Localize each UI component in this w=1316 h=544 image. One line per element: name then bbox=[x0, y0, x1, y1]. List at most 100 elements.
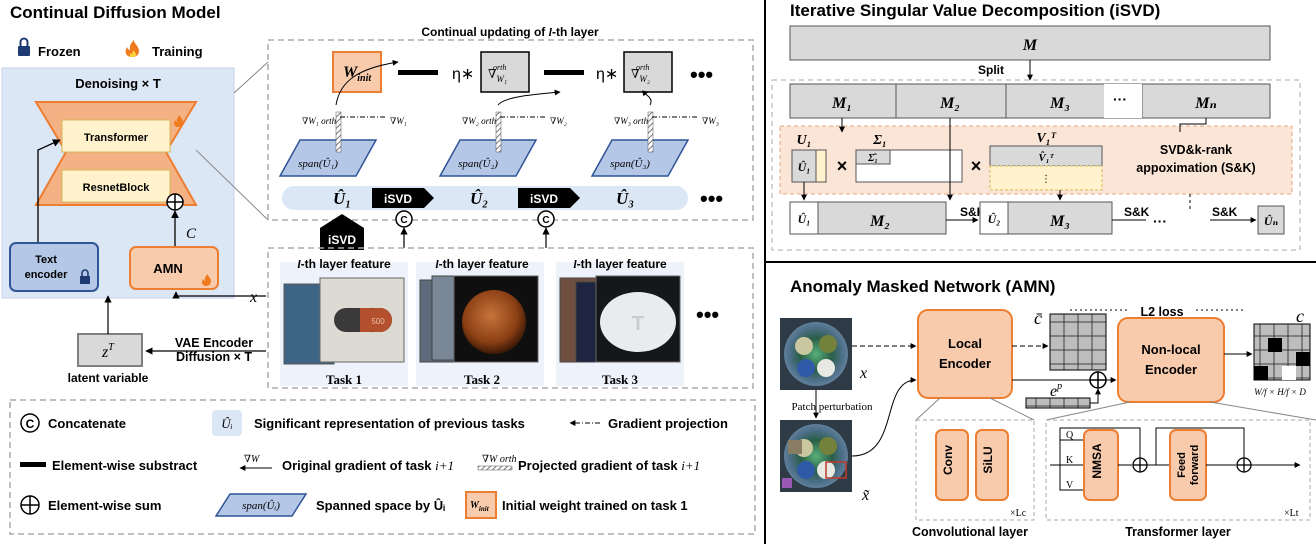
transformer-block bbox=[61, 119, 171, 153]
amn-x-tilde: x̃ bbox=[861, 487, 870, 504]
conv-label: Conv bbox=[941, 445, 955, 475]
element-sum-icon bbox=[20, 495, 40, 515]
latent-label: latent variable bbox=[68, 371, 149, 385]
legend-w-init: Winit bbox=[470, 500, 490, 513]
isvd-title: Iterative Singular Value Decomposition (… bbox=[790, 1, 1160, 20]
bottom-un: Ûₙ bbox=[1264, 214, 1279, 228]
q-label: Q bbox=[1066, 430, 1074, 441]
lc-label: ×Lc bbox=[1010, 508, 1027, 519]
flame-icon bbox=[202, 274, 211, 286]
concat-icon: C bbox=[395, 210, 413, 228]
lock-icon bbox=[80, 269, 90, 284]
m-bar bbox=[789, 25, 1271, 61]
legend-initial: Initial weight trained on task 1 bbox=[502, 498, 688, 513]
transformer-label: Transformer bbox=[84, 132, 149, 144]
eta-2: η∗ bbox=[596, 66, 618, 83]
svg-text:C: C bbox=[542, 215, 549, 226]
span-3-label: span(Û₃) bbox=[610, 158, 650, 170]
legend-projected: Projected gradient of task i+1 bbox=[518, 458, 700, 473]
isvd-2: iSVD bbox=[530, 192, 558, 206]
grad-orth-1: ∇W₁ orth bbox=[302, 116, 337, 126]
rep-dots: ••• bbox=[700, 186, 723, 211]
grad-orig-1: ∇W₁ bbox=[390, 116, 407, 126]
x-symbol: x bbox=[249, 289, 257, 306]
latent-box bbox=[77, 333, 143, 367]
legend-spanned: Spanned space by Ûᵢ bbox=[316, 498, 445, 513]
legend-significant: Significant representation of previous t… bbox=[254, 416, 525, 431]
w-init-box bbox=[332, 51, 382, 93]
isvd-up-arrow bbox=[320, 214, 364, 250]
legend-subtract: Element-wise substract bbox=[52, 458, 198, 473]
silu-block bbox=[975, 429, 1009, 501]
local-line2: Encoder bbox=[939, 356, 991, 371]
ff-label: Feedforward bbox=[1176, 445, 1201, 485]
legend-box bbox=[9, 399, 756, 535]
bottom-m3: M₃ bbox=[1049, 213, 1070, 230]
lock-icon bbox=[18, 37, 30, 56]
task-3-title: l-th layer feature bbox=[573, 257, 667, 271]
silu-label: SiLU bbox=[981, 446, 995, 473]
pill-text: 500 bbox=[371, 317, 385, 326]
bottom-dots: ··· bbox=[1153, 213, 1167, 229]
isvd-up-label: iSVD bbox=[328, 233, 356, 247]
nonlocal-encoder bbox=[1117, 317, 1225, 403]
sk-2: S&K bbox=[1124, 205, 1150, 219]
training-label: Training bbox=[152, 44, 203, 59]
amn-title: Anomaly Masked Network (AMN) bbox=[790, 277, 1055, 296]
grad-orig-3: ∇W₃ bbox=[702, 116, 719, 126]
amn-box[interactable] bbox=[129, 246, 219, 290]
m-label: M bbox=[1022, 37, 1038, 54]
rep-1: Û₁ bbox=[333, 189, 351, 208]
concat-icon: C bbox=[537, 210, 555, 228]
lt-label: ×Lt bbox=[1284, 508, 1299, 519]
c-label: c bbox=[1296, 306, 1304, 326]
local-encoder bbox=[917, 309, 1013, 399]
span-plane-2: span(Û₂) ∇W₂ orth ∇W₂ bbox=[438, 89, 567, 177]
v-label: V bbox=[1066, 480, 1074, 491]
latent-symbol: zT bbox=[101, 342, 115, 361]
svg-text:C: C bbox=[26, 417, 35, 431]
u1-label: U₁ bbox=[797, 133, 812, 148]
sigma1-label: Σ₁ bbox=[872, 133, 887, 148]
vhat1t-label: V̂₁ᵀ bbox=[1038, 151, 1054, 164]
legend-sum: Element-wise sum bbox=[48, 498, 161, 513]
task-2-label: Task 2 bbox=[464, 372, 500, 387]
frozen-label: Frozen bbox=[38, 44, 81, 59]
conv-layer-label: Convolutional layer bbox=[912, 525, 1028, 539]
nonlocal-line2: Encoder bbox=[1145, 362, 1197, 377]
subtract-bar bbox=[544, 70, 584, 75]
resnet-block bbox=[61, 169, 171, 203]
m-part-dots: ··· bbox=[1113, 91, 1127, 107]
v1t-label: V₁ᵀ bbox=[1036, 131, 1056, 146]
svg-text:C: C bbox=[400, 215, 407, 226]
bottom-m2: M₂ bbox=[869, 213, 890, 230]
span-plane-1: span(Û₁) ∇W₁ orth ∇W₁ bbox=[278, 59, 407, 177]
isvd-arrow-1 bbox=[372, 188, 434, 208]
legend-span-box: span(Ûᵢ) bbox=[242, 500, 280, 512]
amn-x: x bbox=[859, 365, 867, 382]
vae-line2: Diffusion × T bbox=[176, 350, 252, 364]
grad-orig-2: ∇W₂ bbox=[550, 116, 567, 126]
rep-2: Û₂ bbox=[470, 189, 488, 208]
nonlocal-line1: Non-local bbox=[1141, 342, 1200, 357]
subtract-bar bbox=[20, 462, 46, 467]
m-part-2: M₂ bbox=[939, 95, 960, 112]
legend-orth-icon: ∇W orth bbox=[482, 454, 516, 465]
continual-box bbox=[267, 39, 754, 221]
c-symbol: C bbox=[186, 226, 197, 242]
concat-icon: C bbox=[20, 413, 40, 433]
text-encoder-line1: Text bbox=[35, 254, 57, 266]
m-part-3: M₃ bbox=[1049, 95, 1070, 112]
grad-box-1 bbox=[480, 51, 530, 93]
isvd-1: iSVD bbox=[384, 192, 412, 206]
times-2: × bbox=[971, 156, 982, 176]
text-encoder-box bbox=[9, 242, 99, 292]
flame-icon bbox=[125, 40, 139, 57]
span-1-label: span(Û₁) bbox=[298, 158, 338, 170]
transformer-layer-label: Transformer layer bbox=[1125, 525, 1231, 539]
split-label: Split bbox=[978, 63, 1004, 77]
eta-1: η∗ bbox=[452, 66, 474, 83]
svg-text:T: T bbox=[632, 313, 644, 335]
c-bar-label: c̄ bbox=[1034, 308, 1043, 328]
